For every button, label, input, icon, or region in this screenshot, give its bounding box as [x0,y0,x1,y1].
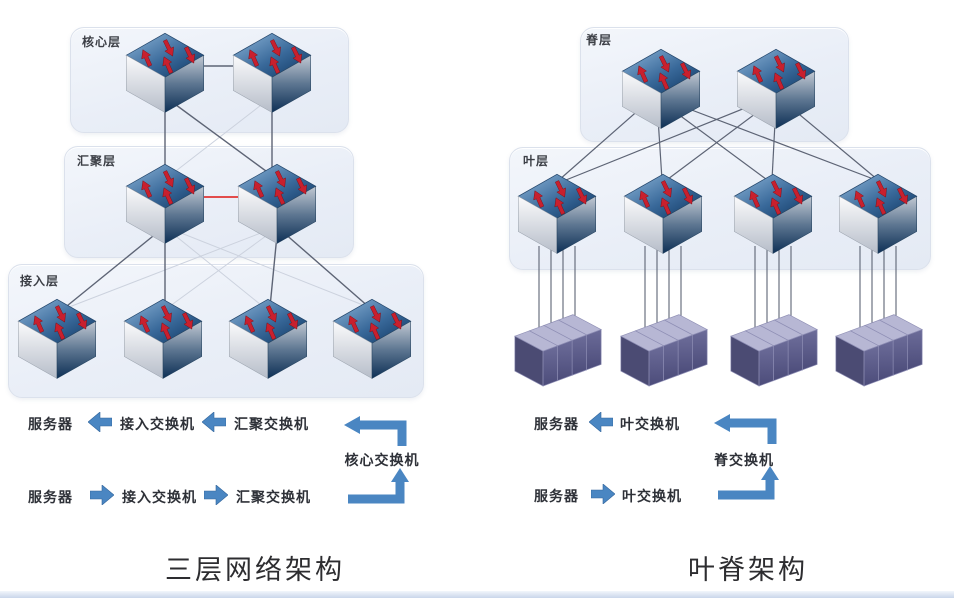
legend-server-label: 服务器 [534,417,579,433]
core-layer-label: 核心层 [82,35,122,49]
access-layer-box [8,264,424,398]
server-stack-icon [730,314,818,387]
legend-server-label: 服务器 [28,490,73,506]
legend-aggregation-switch-label: 汇聚交换机 [236,490,311,506]
leaf-layer-box [509,147,931,270]
arrow-right-icon [591,484,615,504]
leaf-layer-label: 叶层 [523,154,550,168]
core-loop-arrows [344,416,409,504]
legend-server-label: 服务器 [534,489,579,505]
arrow-right-icon [90,485,114,505]
legend-core-switch-label: 核心交换机 [344,453,420,469]
elbow-arrow-left-icon [714,414,777,444]
arrow-left-icon [589,412,613,432]
server-stack-icon [835,314,923,387]
legend-leaf-switch-label: 叶交换机 [620,417,680,433]
three-tier-title: 三层网络架构 [165,555,345,586]
elbow-arrow-left-icon [344,416,407,446]
spine-layer-label: 脊层 [586,33,613,47]
legend-access-switch-label: 接入交换机 [122,490,197,506]
arrow-left-icon [88,412,112,432]
server-stacks [514,314,923,387]
elbow-arrow-up-icon [718,466,779,500]
bottom-gradient-strip [0,591,954,598]
legend-aggregation-switch-label: 汇聚交换机 [234,417,309,433]
access-layer-label: 接入层 [20,274,60,288]
elbow-arrow-up-icon [348,468,409,504]
server-stack-icon [620,314,708,387]
legend-spine-switch-label: 脊交换机 [714,453,774,469]
spine-layer-box [580,27,849,142]
legend-access-switch-label: 接入交换机 [120,417,195,433]
arrow-right-icon [204,485,228,505]
leaf-spine-title: 叶脊架构 [688,555,808,586]
spine-loop-arrows [714,414,779,500]
legend-leaf-switch-label: 叶交换机 [622,489,682,505]
server-stack-icon [514,314,602,387]
aggregation-layer-label: 汇聚层 [77,154,117,168]
arrow-left-icon [202,412,226,432]
legend-server-label: 服务器 [28,417,73,433]
